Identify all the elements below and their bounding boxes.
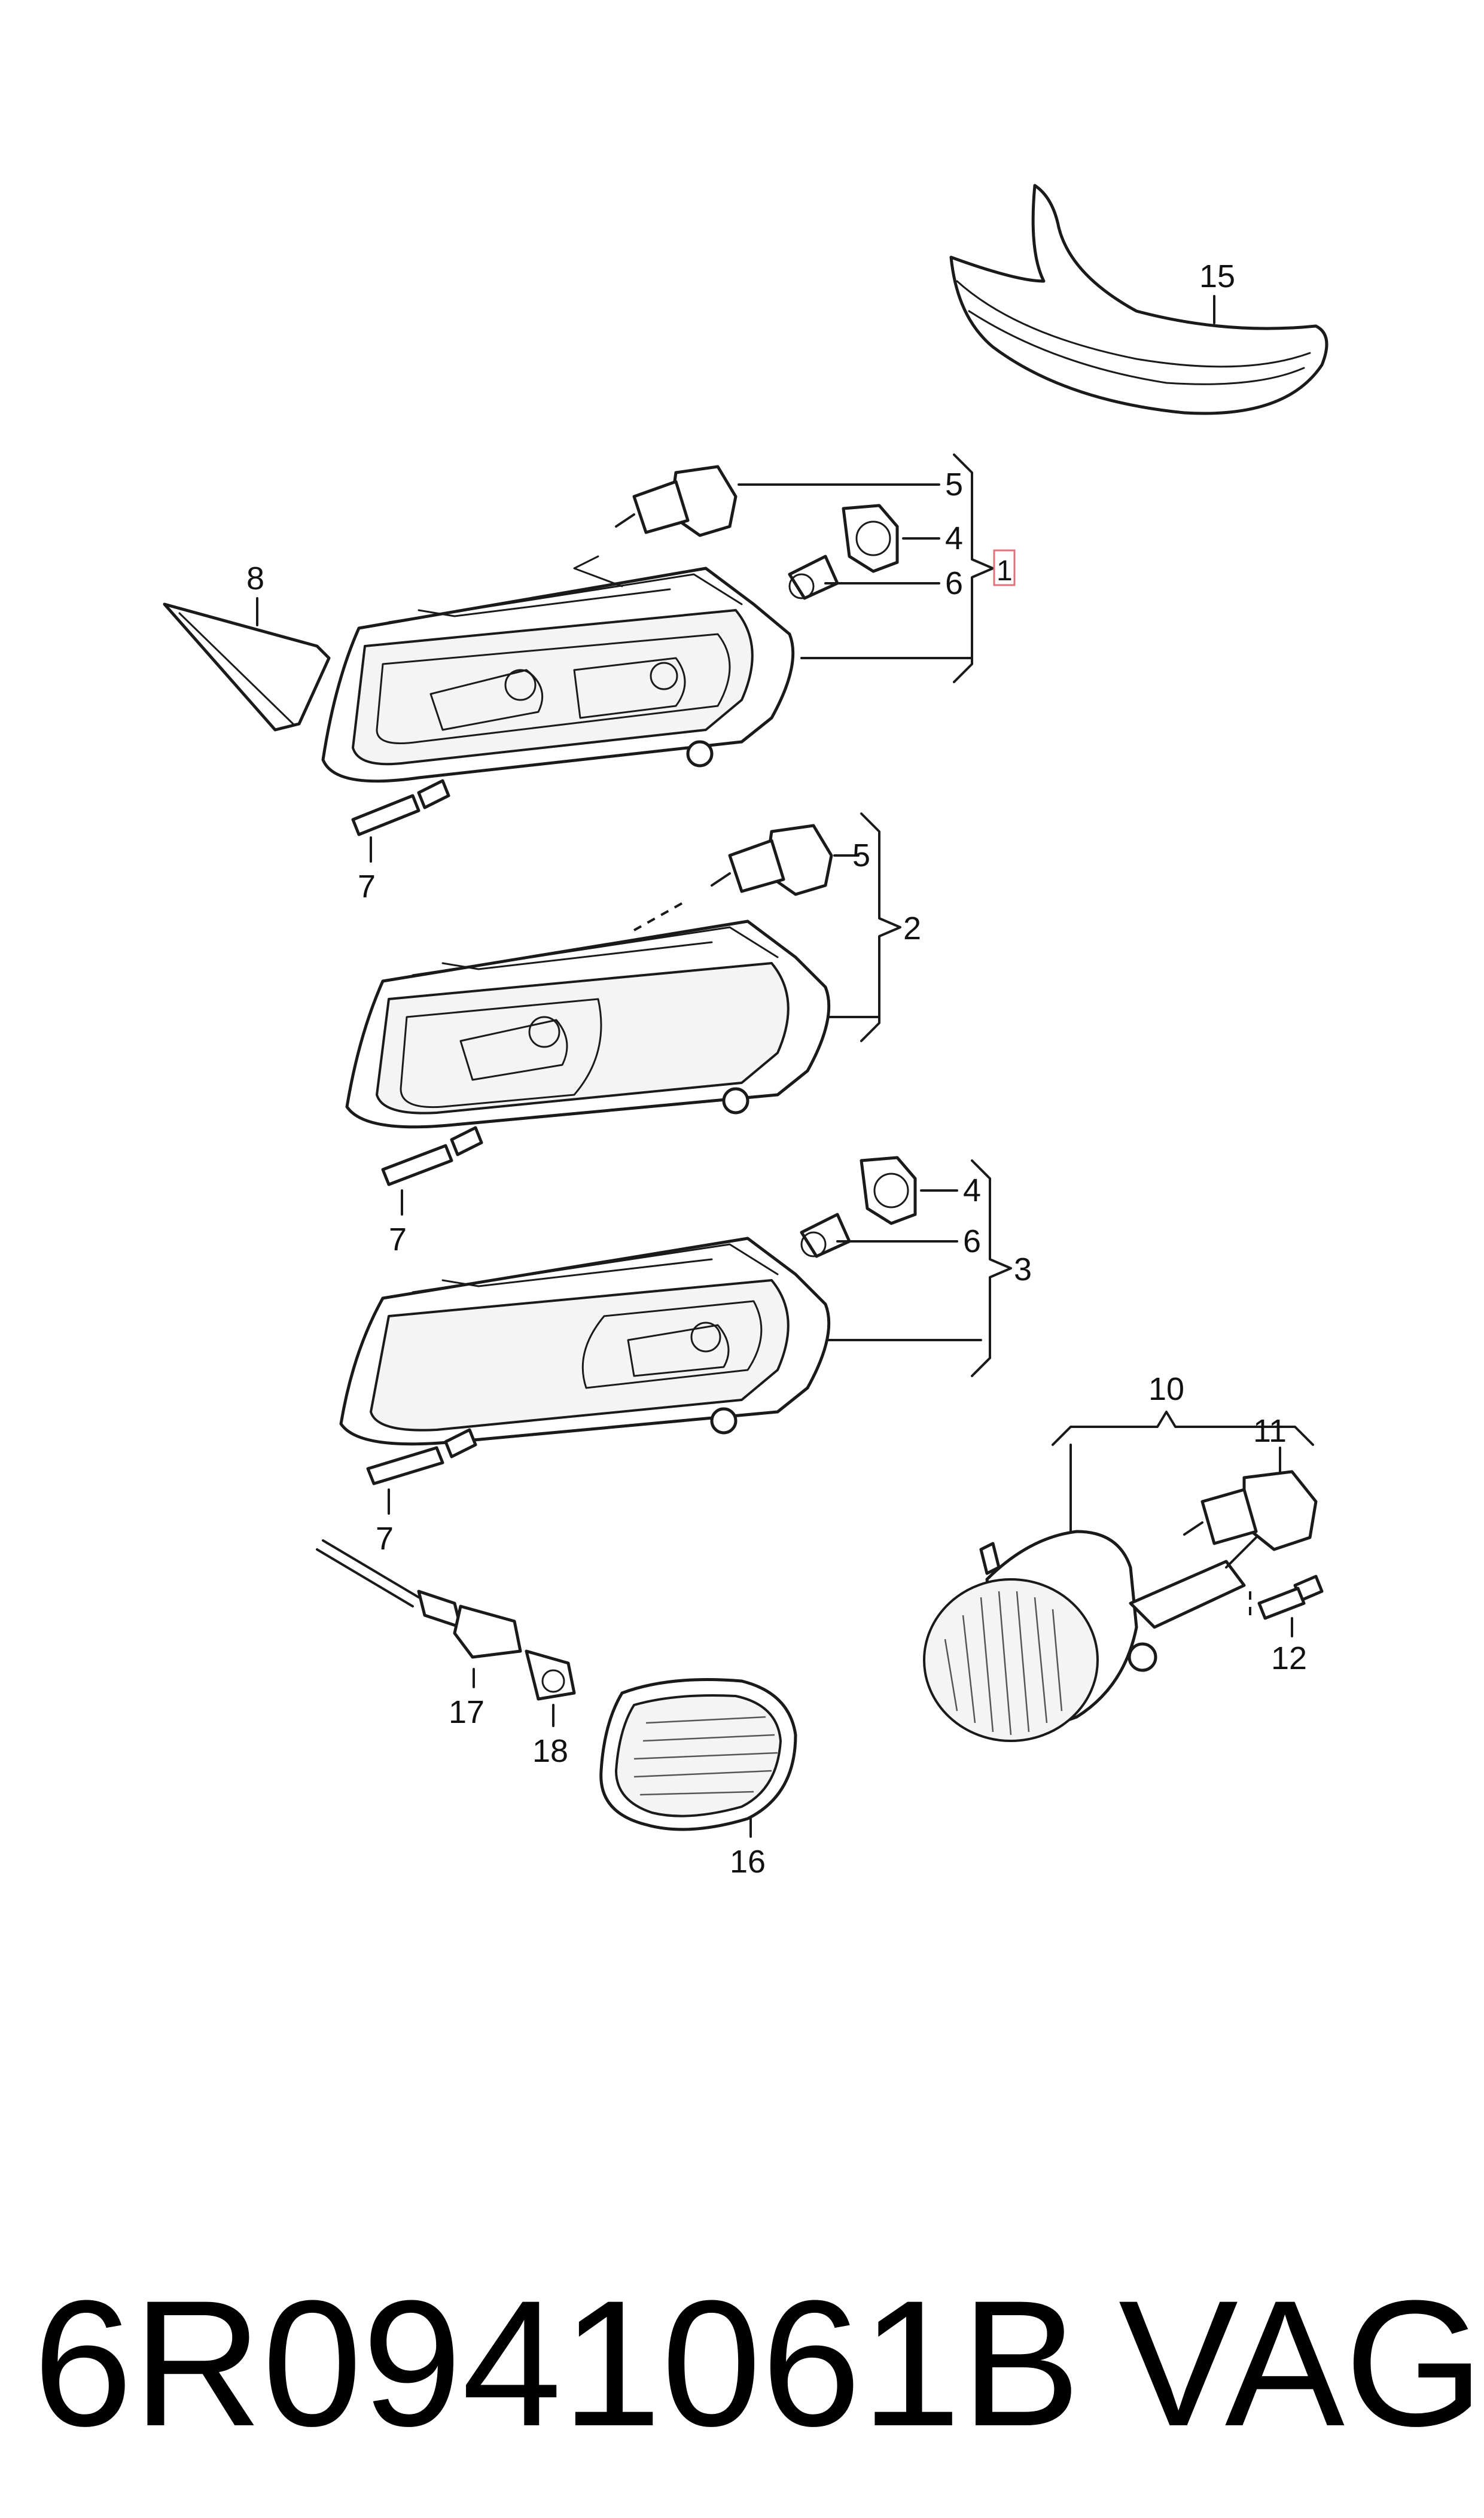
bracket-3	[971, 1159, 1012, 1377]
part-2-fog-light-assembly	[345, 919, 880, 1129]
callout-6a: 6	[945, 565, 963, 601]
part-7-screw-middle	[381, 1126, 483, 1216]
part-3-fog-light-assembly	[339, 1237, 982, 1446]
part-6-small-bulb-lower	[800, 1213, 958, 1258]
highlight-box-1	[993, 549, 1016, 586]
callout-5a: 5	[945, 467, 963, 503]
part-17-cable-connector	[316, 1539, 522, 1688]
part-4-socket-lower	[860, 1156, 958, 1225]
callout-8: 8	[246, 561, 264, 596]
callout-7b: 7	[389, 1222, 407, 1258]
callout-16: 16	[730, 1844, 766, 1880]
bracket-2	[860, 812, 901, 1042]
part-8-bracket	[163, 597, 331, 732]
bracket-10	[1052, 1411, 1314, 1446]
part-1-fog-light-assembly	[321, 567, 973, 783]
callout-15: 15	[1199, 258, 1235, 294]
part-16-side-marker-lamp	[599, 1678, 797, 1838]
callout-1: 1	[997, 555, 1013, 587]
part-number-label: 6R0941061B	[33, 2263, 1081, 2464]
callout-11: 11	[1253, 1413, 1287, 1449]
callout-7c: 7	[376, 1521, 394, 1557]
part-7-screw-top	[351, 779, 450, 863]
part-12-screw	[1257, 1575, 1324, 1637]
callout-7a: 7	[358, 869, 376, 905]
part-15-trim-strip	[949, 184, 1328, 415]
part-7-screw-lower	[366, 1428, 477, 1515]
part-18-small-bulb	[525, 1649, 576, 1727]
callout-2: 2	[903, 911, 921, 946]
callout-18: 18	[532, 1733, 568, 1769]
callout-5b: 5	[852, 838, 870, 873]
part-5-bulb-top	[573, 465, 940, 587]
bracket-1	[953, 453, 994, 683]
callout-3: 3	[1014, 1252, 1032, 1287]
part-10-round-fog-light	[923, 1444, 1257, 1742]
part-4-socket-top	[842, 504, 940, 573]
callout-6b: 6	[963, 1223, 981, 1259]
callout-4a: 4	[945, 520, 963, 556]
part-5-bulb-middle	[633, 824, 860, 931]
callout-17: 17	[449, 1694, 484, 1730]
part-11-bulb	[1183, 1447, 1318, 1551]
callout-10: 10	[1148, 1371, 1184, 1407]
callout-12: 12	[1271, 1640, 1307, 1676]
brand-label: VAG	[1119, 2263, 1484, 2464]
part-6-small-bulb-top	[788, 555, 940, 600]
callout-4b: 4	[963, 1173, 981, 1208]
